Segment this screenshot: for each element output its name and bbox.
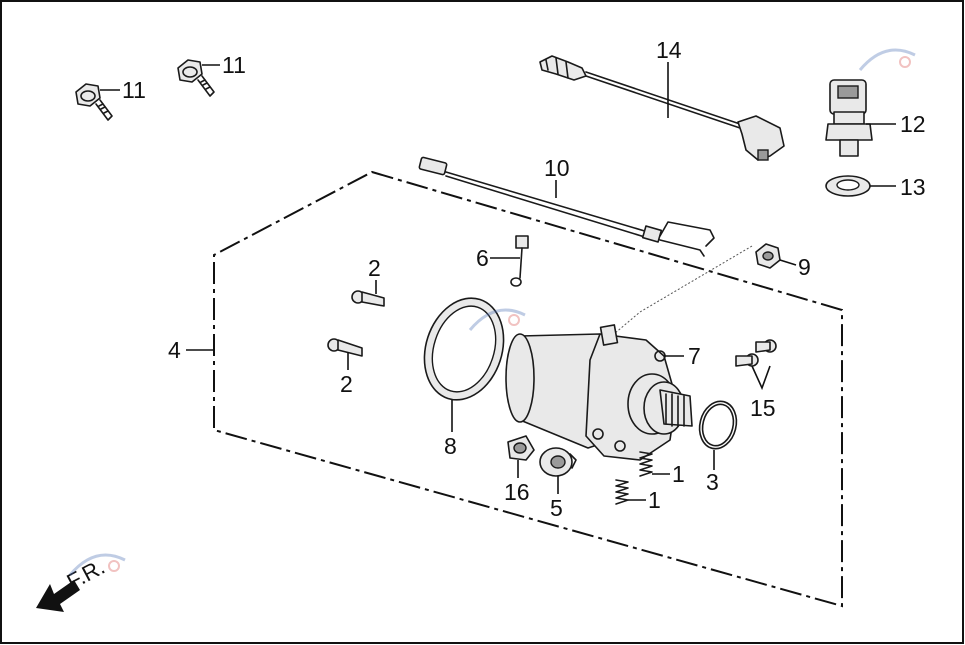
- starter-motor-7: [505, 324, 693, 461]
- watermark-logo: [68, 48, 916, 576]
- assembly-boundary: [213, 170, 843, 608]
- label-1-upper: 1: [672, 461, 685, 487]
- label-1-lower: 1: [648, 487, 661, 513]
- bolt-2-lower: [327, 338, 363, 357]
- label-10: 10: [544, 155, 570, 181]
- switch-12: [825, 79, 873, 157]
- label-5: 5: [550, 495, 563, 521]
- label-7: 7: [688, 343, 701, 369]
- label-11-left: 11: [122, 77, 146, 103]
- washer-13: [825, 175, 871, 197]
- label-8: 8: [444, 433, 457, 459]
- bolt-2-upper: [351, 290, 385, 307]
- spring-1-lower: [615, 479, 629, 505]
- label-11-right: 11: [222, 52, 246, 78]
- label-9: 9: [798, 254, 811, 280]
- brush-holder-16: [507, 435, 535, 461]
- label-14: 14: [656, 37, 682, 63]
- label-6: 6: [476, 245, 489, 271]
- label-16: 16: [504, 479, 530, 505]
- nut-9: [755, 243, 781, 269]
- leader-15: [751, 365, 771, 391]
- brush-plate-5: [539, 447, 577, 477]
- label-15: 15: [750, 395, 776, 421]
- label-2-upper: 2: [368, 255, 381, 281]
- gasket-8: [423, 297, 505, 401]
- sensor-cable-14: [539, 55, 785, 161]
- dotted-leader-9: [613, 245, 753, 335]
- label-3: 3: [706, 469, 719, 495]
- bolt-11-right: [177, 59, 215, 97]
- cable-10: [418, 156, 715, 257]
- bolt-11-left: [75, 83, 113, 121]
- brush-6: [510, 235, 529, 287]
- label-12: 12: [900, 111, 926, 137]
- spring-1-upper: [639, 451, 653, 477]
- label-4: 4: [168, 337, 181, 363]
- screws-15: [735, 339, 777, 367]
- label-13: 13: [900, 174, 926, 200]
- label-2-lower: 2: [340, 371, 353, 397]
- leader-9: [779, 259, 797, 266]
- o-ring-3: [698, 400, 738, 450]
